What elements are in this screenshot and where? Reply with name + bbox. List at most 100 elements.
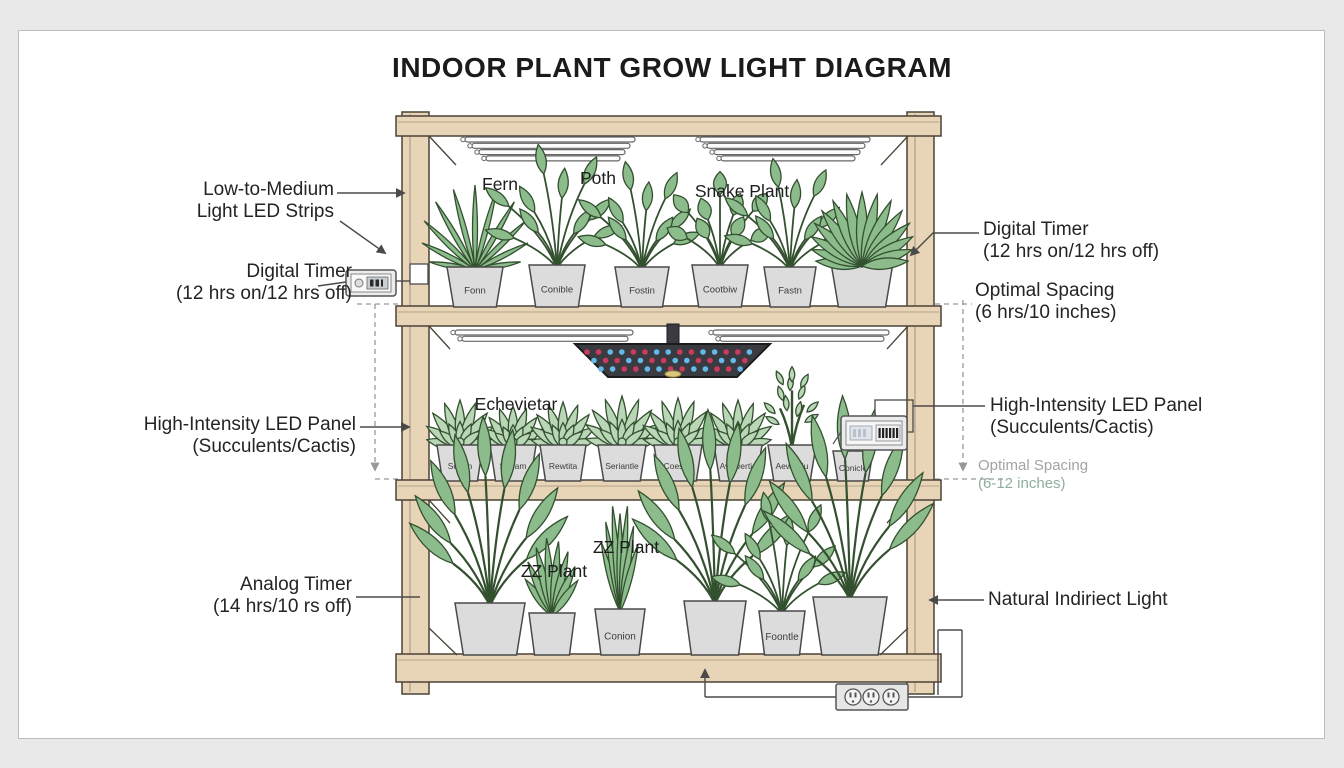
shelf-frame-wood (906, 111, 935, 695)
plant-snake (600, 506, 639, 613)
led-strip-lights (460, 136, 636, 162)
plant-pot (691, 264, 749, 308)
wall-box (409, 263, 429, 285)
annotation-line-text: Optimal Spacing (975, 280, 1115, 301)
annotation-line-text: (Succulents/Cactis) (990, 417, 1154, 438)
plant-pot (763, 266, 817, 308)
annotation-line-text: (12 hrs on/12 hrs off) (175, 283, 352, 304)
pot-label: Coestin (664, 461, 693, 471)
pot-label: Conicle (839, 463, 868, 473)
pot-group: Conible (528, 264, 586, 308)
pot-label: Conible (541, 285, 573, 296)
pot-group: Cootbiw (691, 264, 749, 308)
plant-mound (809, 189, 915, 271)
frame-bevel (880, 135, 909, 166)
annotation-line-text: High-Intensity LED Panel (990, 395, 1203, 416)
frame-bevel (428, 135, 457, 166)
plant-pot (597, 444, 647, 482)
frame-bevel (428, 499, 451, 524)
plant-pot (446, 266, 504, 308)
pot-group: Foontle (758, 610, 806, 656)
frame-bevel (879, 627, 909, 656)
annotation-line (339, 220, 387, 255)
pot-label: Conion (604, 631, 636, 642)
pot-label: Fostin (629, 285, 655, 296)
pot-group (683, 600, 747, 656)
led-strip-lights (695, 136, 871, 162)
pot-group: Conion (594, 608, 646, 656)
shelf-frame-wood (401, 111, 430, 695)
led-strip-lights (450, 329, 634, 342)
annotation-line-text: Light LED Strips (196, 201, 334, 222)
shelf-frame-wood (395, 653, 942, 683)
pot-group (528, 612, 576, 656)
annotation-line-text: Analog Timer (240, 574, 352, 595)
label-optimal-spacing-top: Optimal Spacing(6 hrs/10 inches) (975, 280, 1117, 324)
annotation-line-text: High-Intensity LED Panel (143, 414, 356, 435)
plant-pot (454, 602, 526, 656)
pot-group: Fonn (446, 266, 504, 308)
annotation-line (317, 281, 347, 287)
annotation-line-text: (Succulents/Cactis) (192, 436, 356, 457)
pot-group: Fostin (614, 266, 670, 308)
pot-group: Fastn (763, 266, 817, 308)
plant-pot (614, 266, 670, 308)
label-optimal-spacing-mid: Optimal Spacing(6-12 inches) (978, 457, 1088, 493)
plant-fern (421, 184, 529, 271)
plant-jade (763, 365, 820, 449)
diagram-title: INDOOR PLANT GROW LIGHT DIAGRAM (392, 52, 952, 83)
pot-label: Fastn (778, 285, 802, 296)
power-outlet (882, 688, 900, 706)
frame-bevel (428, 627, 458, 656)
plant-pothos (576, 160, 701, 271)
annotation-line-text: Low-to-Medium (203, 179, 334, 200)
plant-title: ZZ Plant (592, 537, 660, 557)
shelf-frame-wood (395, 115, 942, 137)
plant-pot (539, 444, 587, 482)
pot-group: Rewtita (539, 444, 587, 482)
plant-title: Echevietar (474, 394, 558, 414)
annotation-line-text: (12 hrs on/12 hrs off) (983, 241, 1160, 262)
annotation-line-text: (6 hrs/10 inches) (975, 302, 1117, 323)
plant-pothos (710, 491, 847, 615)
annotation-line-text: Digital Timer (983, 219, 1089, 240)
frame-bevel (428, 325, 451, 350)
plant-title: ZZ Plant (520, 561, 588, 581)
pot-label: Cootbiw (703, 285, 737, 296)
pot-group: Seriantle (597, 444, 647, 482)
power-outlet (844, 688, 862, 706)
plant-zz (524, 538, 579, 619)
annotation-line-text: Optimal Spacing (978, 457, 1089, 474)
plant-pot (812, 596, 888, 656)
digital-timer-device-left (345, 269, 397, 297)
pot-group (812, 596, 888, 656)
frame-bevel (886, 325, 909, 350)
plant-pot (528, 612, 576, 656)
annotation-line-text: Natural Indiriect Light (988, 589, 1168, 610)
annotation-line-text: (14 hrs/10 rs off) (212, 596, 352, 617)
pot-label: Fonn (464, 285, 486, 296)
pot-label: Foontle (765, 632, 799, 643)
label-digital-timer-left: Digital Timer(12 hrs on/12 hrs off) (176, 261, 352, 305)
digital-timer-device-right (832, 415, 908, 451)
plant-pot (528, 264, 586, 308)
pot-label: Seriantle (605, 461, 639, 471)
label-analog-timer: Analog Timer(14 hrs/10 rs off) (213, 574, 352, 618)
label-digital-timer-right: Digital Timer(12 hrs on/12 hrs off) (983, 219, 1159, 263)
power-strip (835, 683, 909, 711)
led-panel-diodes (584, 349, 753, 372)
plant-title: Poth (580, 168, 616, 188)
annotation-line-text: Digital Timer (246, 261, 352, 282)
pot-group (454, 602, 526, 656)
label-natural-light: Natural Indiriect Light (988, 589, 1168, 611)
power-outlet (862, 688, 880, 706)
shelf-frame-wood (395, 305, 942, 327)
annotation-line (909, 232, 979, 257)
annotation-line-text: (6-12 inches) (978, 475, 1066, 492)
pot-label: Rewtita (549, 461, 578, 471)
plant-title: Fern (482, 174, 518, 194)
label-led-panel-right: High-Intensity LED Panel(Succulents/Cact… (990, 395, 1202, 439)
